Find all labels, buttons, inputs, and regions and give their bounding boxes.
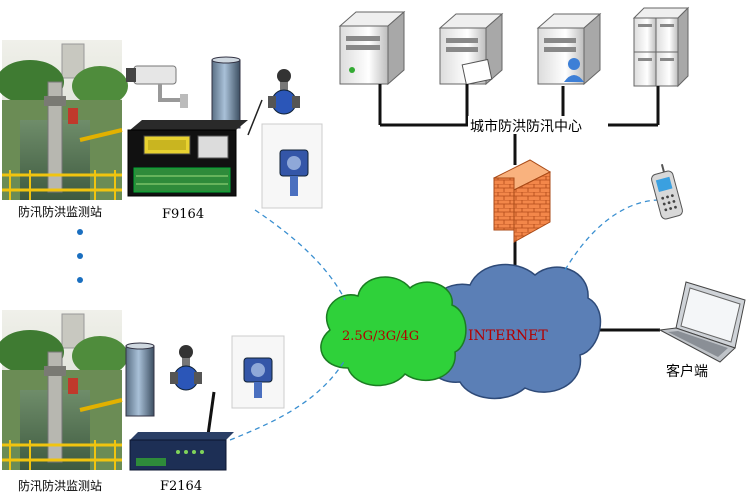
- internet-cloud-label: INTERNET: [468, 328, 548, 344]
- mobile-network-cloud-label: 2.5G/3G/4G: [342, 329, 419, 344]
- wireless-links: [229, 199, 661, 441]
- station-photo-top: [0, 40, 128, 200]
- firewall-icon: [492, 159, 552, 243]
- data-logger-f9164: [127, 99, 263, 197]
- flow-meter-icon-bottom: [170, 345, 202, 391]
- server-row: [338, 6, 690, 88]
- rain-gauge-icon-bottom: [125, 342, 155, 417]
- mobile-network-cloud: 2.5G/3G/4G: [320, 276, 467, 387]
- mobile-phone-icon: [651, 164, 683, 220]
- data-logger-f2164: [129, 391, 234, 471]
- device-label-top: F9164: [162, 207, 204, 222]
- more-stations-ellipsis: [77, 229, 83, 283]
- flow-meter-icon: [268, 69, 300, 115]
- device-label-bottom: F2164: [160, 479, 202, 494]
- station-label-top: 防汛防洪监测站: [18, 204, 102, 219]
- station-label-bottom: 防汛防洪监测站: [18, 478, 102, 493]
- file-server-icon: [438, 12, 504, 86]
- server-cluster-icon: [632, 6, 690, 88]
- center-label-bg: [468, 116, 608, 134]
- server-icon: [338, 10, 406, 86]
- internet-cloud: INTERNET: [423, 263, 602, 400]
- user-server-icon: [536, 12, 602, 86]
- camera-icon: [126, 65, 188, 108]
- center-label: 城市防洪防汛中心: [470, 118, 582, 135]
- station-photo-bottom: [0, 310, 128, 470]
- laptop-icon: [658, 281, 746, 363]
- client-label: 客户端: [666, 363, 708, 380]
- rain-gauge-icon: [211, 56, 241, 129]
- pump-photo-top: [261, 123, 323, 209]
- pump-photo-bottom: [231, 335, 285, 409]
